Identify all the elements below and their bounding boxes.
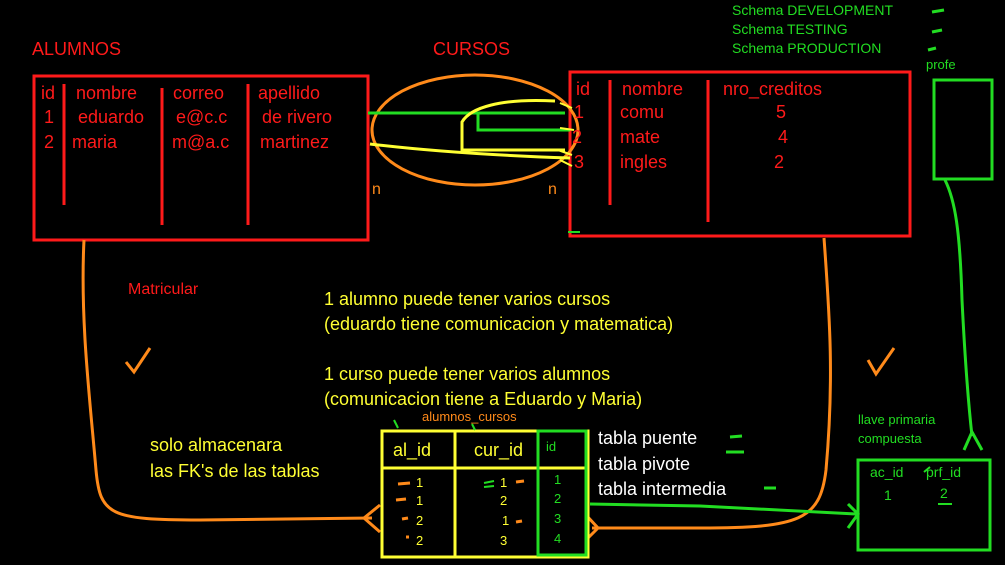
composite-table-border <box>856 458 992 552</box>
note-line-3: 1 curso puede tener varios alumnos <box>324 364 611 384</box>
al-dash <box>401 516 409 521</box>
alumnos-cell: de rivero <box>262 107 333 127</box>
composite-label-2: compuesta <box>858 431 922 446</box>
pivot-cell: 1 <box>502 513 510 528</box>
cur-dash <box>515 479 525 484</box>
cursos-cell: 2 <box>774 152 785 172</box>
alumnos-fk-connector <box>81 239 373 522</box>
alumnos-cell: martinez <box>260 132 330 152</box>
alumnos-header-nombre: nombre <box>76 83 138 103</box>
fk-note-line-2: las FK's de las tablas <box>150 461 320 481</box>
cardinality-right: n <box>548 181 557 198</box>
bridge-label-puente: tabla puente <box>598 428 698 448</box>
composite-cell-prf: 2 <box>940 485 948 501</box>
cursos-cell: 2 <box>572 127 583 147</box>
alumnos-header-apellido: apellido <box>258 83 321 103</box>
relationship-ellipse <box>370 73 580 187</box>
composite-header-prf: prf_id <box>926 464 962 480</box>
pivot-cell: 3 <box>500 533 508 548</box>
alumnos-table-border <box>32 74 370 242</box>
alumnos-cell: 1 <box>44 107 55 127</box>
connector-yellow-2 <box>369 142 571 160</box>
alumnos-cell: maria <box>72 132 118 152</box>
pivot-cell: 1 <box>416 493 424 508</box>
crow-foot-left <box>557 102 575 167</box>
pivot-composite-connector <box>589 502 857 516</box>
schema-production: Schema PRODUCTION <box>732 40 882 56</box>
alumnos-header-id: id <box>41 83 56 103</box>
cursos-cell: comu <box>620 102 665 122</box>
cursos-cell: mate <box>620 127 661 147</box>
pivot-cell: 2 <box>554 491 562 506</box>
pivot-id-column-border <box>536 429 588 557</box>
al-dash <box>397 481 411 486</box>
note-line-1: 1 alumno puede tener varios cursos <box>324 289 611 309</box>
pivot-cell: 2 <box>500 493 508 508</box>
cardinality-left: n <box>372 181 381 198</box>
connector-green-2 <box>476 112 570 132</box>
cursos-cell: ingles <box>620 152 668 172</box>
alumnos-cell: m@a.c <box>172 132 230 152</box>
profe-connector <box>943 179 974 437</box>
pivot-cell: 1 <box>416 475 424 490</box>
cursos-fk-connector <box>592 237 832 530</box>
pivot-cell: 4 <box>554 531 562 546</box>
al-dash <box>395 497 407 502</box>
pivot-cell: 1 <box>500 475 508 490</box>
alumnos-title: ALUMNOS <box>32 39 122 59</box>
pivot-title-mark-2 <box>471 423 476 431</box>
check-mark-right <box>866 347 896 377</box>
cursos-header-nombre: nombre <box>622 79 684 99</box>
check-mark-left <box>124 347 152 375</box>
profe-label: profe <box>926 57 956 72</box>
schema-dev: Schema DEVELOPMENT <box>732 2 894 18</box>
matricular-label: Matricular <box>128 281 199 298</box>
pivot-title: alumnos_cursos <box>422 409 517 424</box>
pivot-title-mark-1 <box>393 419 399 429</box>
cursos-header-id: id <box>576 79 591 99</box>
alumnos-cell: eduardo <box>78 107 145 127</box>
bridge-label-intermedia: tabla intermedia <box>598 479 727 499</box>
pivot-header-cur: cur_id <box>474 440 524 460</box>
alumnos-header-correo: correo <box>173 83 225 103</box>
cursos-cell: 5 <box>776 102 787 122</box>
schema-mark-1 <box>931 8 945 14</box>
alumnos-cell: e@c.c <box>176 107 228 127</box>
cursos-cell: 3 <box>574 152 585 172</box>
note-line-2: (eduardo tiene comunicacion y matematica… <box>324 314 674 334</box>
pivot-header-al: al_id <box>393 440 432 460</box>
profe-table-border <box>932 78 994 181</box>
pivot-cell: 2 <box>416 533 424 548</box>
cursos-fk-crowfoot <box>584 513 601 542</box>
cursos-title: CURSOS <box>433 39 511 59</box>
alumnos-fk-crowfoot <box>361 503 381 534</box>
cursos-cell: 4 <box>778 127 789 147</box>
alumnos-cell: 2 <box>44 132 55 152</box>
pivot-header-id: id <box>546 439 557 454</box>
bridge-label-pivote: tabla pivote <box>598 454 691 474</box>
schema-mark-3 <box>927 46 937 52</box>
composite-cell-ac: 1 <box>884 487 892 503</box>
schema-mark-2 <box>931 28 943 34</box>
cur-dash-green <box>483 480 495 488</box>
connector-yellow-1 <box>460 98 565 152</box>
cursos-header-creditos: nro_creditos <box>723 79 823 99</box>
schema-testing: Schema TESTING <box>732 21 848 37</box>
cursos-cell: 1 <box>574 102 585 122</box>
composite-header-mark <box>923 466 931 473</box>
pivot-cell: 1 <box>554 472 562 487</box>
fk-note-line-1: solo almacenara <box>150 435 283 455</box>
pivot-table-border <box>380 429 590 559</box>
bridge-dash-1 <box>729 434 743 439</box>
composite-header-ac: ac_id <box>870 464 904 480</box>
composite-label-1: llave primaria <box>858 412 936 427</box>
cur-dash <box>515 519 523 524</box>
pivot-cell: 2 <box>416 513 424 528</box>
profe-crowfoot <box>962 428 984 451</box>
note-line-4: (comunicacion tiene a Eduardo y Maria) <box>324 389 643 409</box>
pivot-cell: 3 <box>554 511 562 526</box>
